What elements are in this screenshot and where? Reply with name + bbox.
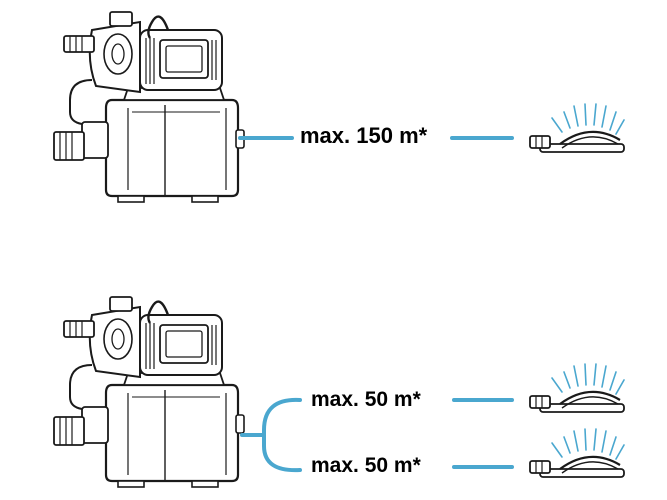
distance-label-split-upper: max. 50 m*: [311, 388, 421, 411]
sprinkler-icon: [528, 427, 626, 479]
distance-label-single: max. 150 m*: [300, 123, 428, 148]
sprinkler-icon: [528, 102, 626, 154]
pump-icon: [52, 10, 246, 204]
y-splitter-icon: [240, 397, 302, 473]
pump-icon: [52, 295, 246, 489]
sprinkler-icon: [528, 362, 626, 414]
distance-label-split-lower: max. 50 m*: [311, 454, 421, 477]
